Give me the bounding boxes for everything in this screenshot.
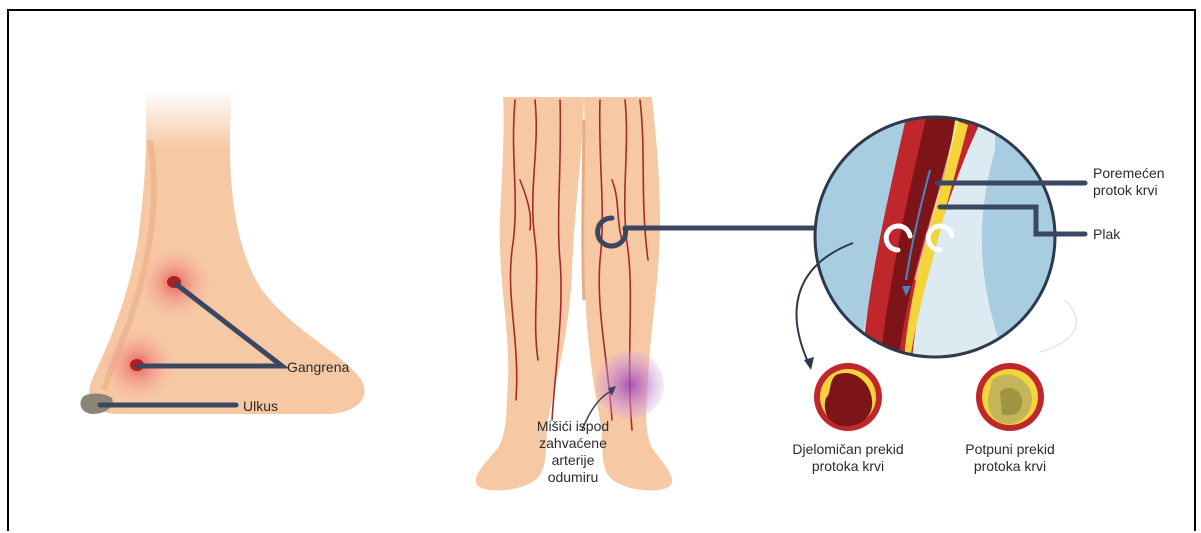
label-disturbed-flow-line2: protok krvi bbox=[1093, 182, 1165, 199]
label-gangrene: Gangrena bbox=[287, 359, 349, 376]
label-partial-blockage-line2: protoka krvi bbox=[778, 458, 918, 475]
dying-muscle-area bbox=[596, 351, 664, 419]
label-ulcer: Ulkus bbox=[243, 398, 278, 415]
label-total-blockage: Potpuni prekid protoka krvi bbox=[950, 441, 1070, 475]
cross-section-total bbox=[976, 363, 1044, 431]
label-total-blockage-line1: Potpuni prekid bbox=[950, 441, 1070, 458]
label-dying-muscles-line4: odumiru bbox=[528, 469, 618, 486]
label-dying-muscles-line3: arterije bbox=[528, 452, 618, 469]
label-disturbed-flow-line1: Poremećen bbox=[1093, 165, 1165, 182]
label-dying-muscles-line1: Mišići ispod bbox=[528, 418, 618, 435]
label-plaque: Plak bbox=[1093, 226, 1120, 243]
label-partial-blockage: Djelomičan prekid protoka krvi bbox=[778, 441, 918, 475]
label-disturbed-flow: Poremećen protok krvi bbox=[1093, 165, 1165, 199]
cross-section-partial bbox=[814, 363, 882, 431]
label-total-blockage-line2: protoka krvi bbox=[950, 458, 1070, 475]
label-dying-muscles: Mišići ispod zahvaćene arterije odumiru bbox=[528, 418, 618, 486]
label-dying-muscles-line2: zahvaćene bbox=[528, 435, 618, 452]
label-partial-blockage-line1: Djelomičan prekid bbox=[778, 441, 918, 458]
artery-lens bbox=[815, 100, 1055, 360]
